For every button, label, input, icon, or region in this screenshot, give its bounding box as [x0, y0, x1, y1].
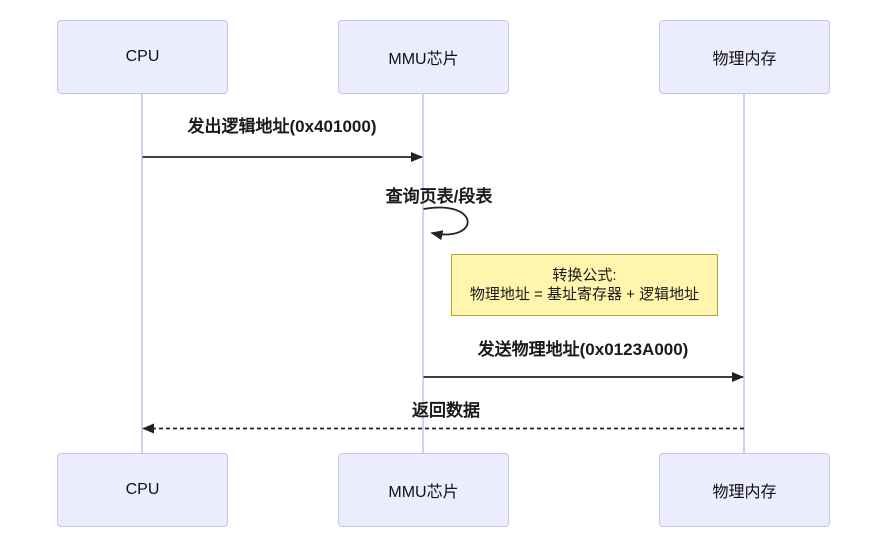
actor-cpu-label: CPU — [125, 481, 160, 498]
actor-memory-bottom: 物理内存 — [659, 453, 830, 527]
note-translation-formula: 转换公式: 物理地址 = 基址寄存器 + 逻辑地址 — [451, 254, 718, 316]
actor-mmu-label: MMU芯片 — [388, 51, 459, 68]
message-label-return-data: 返回数据 — [412, 401, 480, 420]
arrow-self-loop-page-table — [423, 206, 469, 241]
lifeline-memory — [743, 94, 745, 453]
actor-mmu-top: MMU芯片 — [338, 20, 509, 94]
note-line-1: 转换公式: — [552, 267, 617, 284]
message-label-logical-address: 发出逻辑地址(0x401000) — [187, 117, 377, 136]
message-label-query-page-table: 查询页表/段表 — [385, 187, 493, 206]
actor-mmu-label: MMU芯片 — [388, 484, 459, 501]
actor-memory-top: 物理内存 — [659, 20, 830, 94]
note-line-2: 物理地址 = 基址寄存器 + 逻辑地址 — [469, 286, 700, 303]
actor-memory-label: 物理内存 — [712, 51, 777, 68]
actor-mmu-bottom: MMU芯片 — [338, 453, 509, 527]
actor-cpu-label: CPU — [125, 48, 160, 65]
lifeline-mmu — [422, 94, 424, 453]
actor-memory-label: 物理内存 — [712, 484, 777, 501]
actor-cpu-top: CPU — [57, 20, 228, 94]
message-label-physical-address: 发送物理地址(0x0123A000) — [477, 340, 689, 359]
lifeline-cpu — [141, 94, 143, 453]
actor-cpu-bottom: CPU — [57, 453, 228, 527]
